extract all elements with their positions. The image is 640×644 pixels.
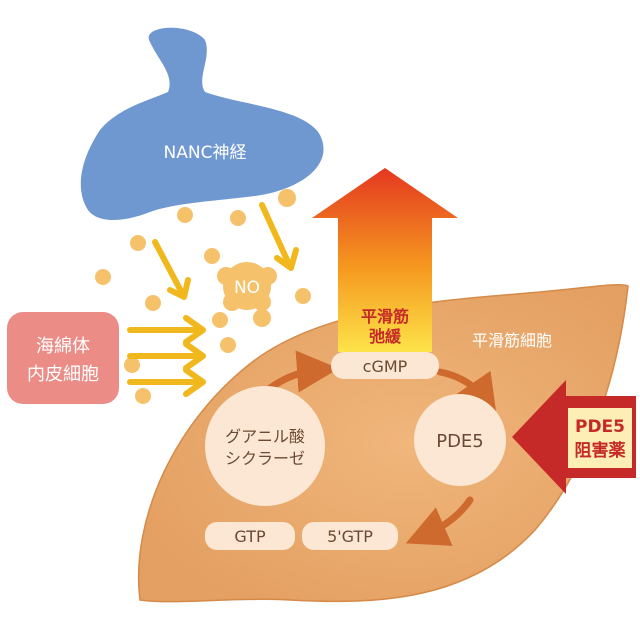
pde5-label: PDE5: [436, 431, 484, 452]
guanylate-label-line1: グアニル酸: [225, 427, 305, 446]
nanc-nerve-shape: [80, 27, 324, 221]
relaxation-arrow: 平滑筋 弛緩: [312, 168, 458, 352]
relaxation-label-line2: 弛緩: [369, 327, 402, 346]
no-molecule: NO: [217, 262, 277, 311]
inhibitor-label-line1: PDE5: [575, 417, 625, 437]
pde5-inhibitor-arrow: PDE5 阻害薬: [512, 380, 636, 494]
cgmp-label: cGMP: [363, 357, 408, 376]
nerve-label: NANC神経: [164, 143, 247, 163]
gtp-label: GTP: [234, 527, 266, 546]
relaxation-label-line1: 平滑筋: [361, 307, 409, 326]
sponge-endothelial-box: 海綿体 内皮細胞: [7, 312, 119, 404]
5gtp-node: 5'GTP: [302, 522, 398, 550]
no-label: NO: [234, 278, 260, 298]
no-particles: [95, 189, 311, 404]
sponge-label-line1: 海綿体: [36, 336, 90, 357]
guanylate-label-line2: シクラーゼ: [225, 449, 305, 468]
gtp-node: GTP: [205, 522, 295, 550]
pde5-node: PDE5: [414, 394, 506, 486]
cgmp-node: cGMP: [331, 352, 439, 379]
guanylate-cyclase-node: グアニル酸 シクラーゼ: [205, 386, 325, 506]
smooth-muscle-cell-label: 平滑筋細胞: [472, 331, 552, 350]
sponge-label-line2: 内皮細胞: [27, 364, 99, 385]
5gtp-label: 5'GTP: [327, 527, 373, 546]
inhibitor-label-line2: 阻害薬: [575, 440, 626, 461]
no-diffusion-arrows: [127, 202, 299, 397]
